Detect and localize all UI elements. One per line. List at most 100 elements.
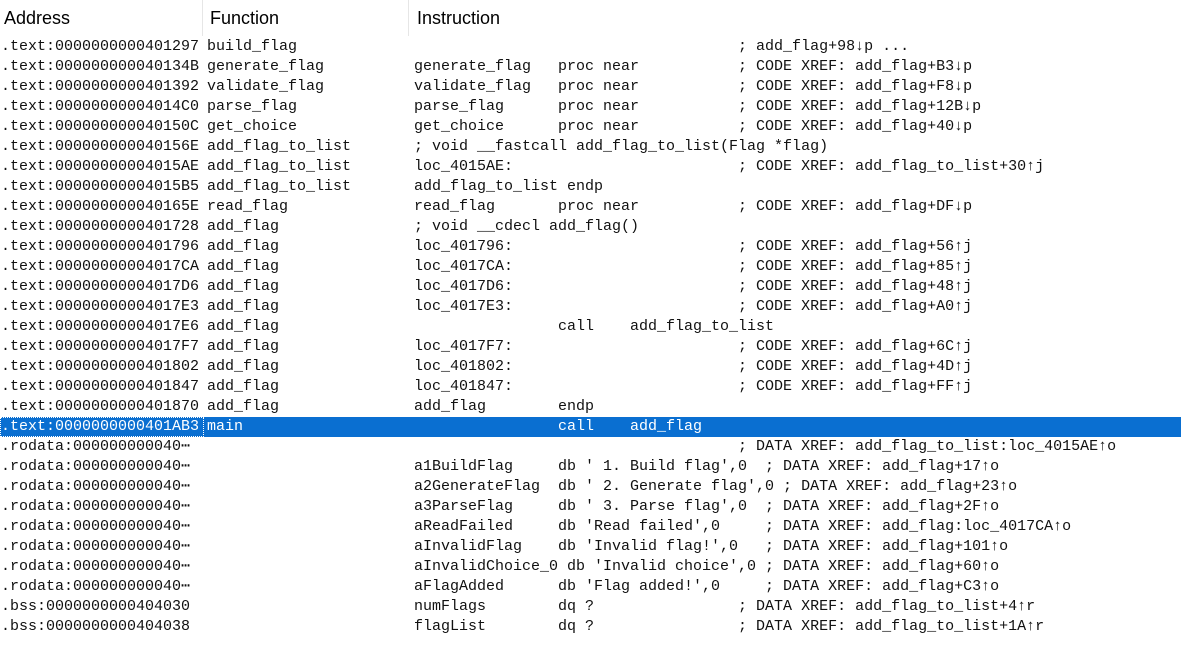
table-header: Address Function Instruction — [0, 0, 1181, 36]
address-cell: .rodata:000000000040⋯ — [1, 578, 191, 595]
function-cell: add_flag — [207, 238, 280, 255]
function-cell: generate_flag — [207, 58, 325, 75]
address-cell: .text:0000000000401847 — [1, 378, 200, 395]
table-row[interactable]: .rodata:000000000040⋯ aInvalidChoice_0 db… — [0, 557, 1181, 577]
address-cell: .text:0000000000401AB3 — [0, 417, 204, 437]
address-cell: .text:000000000040150C — [1, 118, 200, 135]
function-cell: add_flag_to_list — [207, 178, 352, 195]
address-cell: .bss:0000000000404030 — [1, 598, 191, 615]
function-cell — [207, 577, 407, 597]
instruction-cell: read_flag proc near ; CODE XREF: add_fla… — [414, 198, 973, 215]
address-cell: .text:00000000004017CA — [1, 258, 200, 275]
instruction-cell: numFlags dq ? ; DATA XREF: add_flag_to_l… — [414, 598, 1036, 615]
function-cell: get_choice — [207, 118, 298, 135]
function-cell: add_flag — [207, 218, 280, 235]
function-cell: add_flag — [207, 318, 280, 335]
address-cell: .text:0000000000401297 — [1, 38, 200, 55]
table-row[interactable]: .bss:0000000000404030 numFlags dq ? ; DAT… — [0, 597, 1181, 617]
instruction-cell: loc_4015AE: ; CODE XREF: add_flag_to_lis… — [414, 158, 1045, 175]
table-row[interactable]: .rodata:000000000040⋯ a2GenerateFlag db '… — [0, 477, 1181, 497]
address-cell: .text:00000000004015B5 — [1, 178, 200, 195]
instruction-cell: ; void __cdecl add_flag() — [414, 218, 640, 235]
instruction-cell: aFlagAdded db 'Flag added!',0 ; DATA XRE… — [414, 578, 1000, 595]
address-cell: .text:0000000000401392 — [1, 78, 200, 95]
address-cell: .rodata:000000000040⋯ — [1, 498, 191, 515]
function-cell — [207, 557, 407, 577]
instruction-cell: validate_flag proc near ; CODE XREF: add… — [414, 78, 973, 95]
table-row[interactable]: .text:000000000040156E add_flag_to_list ; … — [0, 137, 1181, 157]
address-cell: .text:00000000004017F7 — [1, 338, 200, 355]
address-cell: .rodata:000000000040⋯ — [1, 558, 191, 575]
address-cell: .rodata:000000000040⋯ — [1, 478, 191, 495]
function-cell: add_flag_to_list — [207, 158, 352, 175]
table-row[interactable]: .rodata:000000000040⋯ ; DATA XREF: add_f… — [0, 437, 1181, 457]
column-header-instruction[interactable]: Instruction — [417, 8, 501, 28]
table-row[interactable]: .text:00000000004017F7 add_flag loc_4017F7… — [0, 337, 1181, 357]
instruction-cell: add_flag endp — [414, 398, 595, 415]
function-cell: add_flag — [207, 258, 280, 275]
function-cell — [207, 617, 407, 637]
function-cell: build_flag — [207, 38, 298, 55]
address-cell: .text:000000000040165E — [1, 198, 200, 215]
function-cell: add_flag — [207, 398, 280, 415]
address-cell: .rodata:000000000040⋯ — [1, 458, 191, 475]
instruction-cell: aReadFailed db 'Read failed',0 ; DATA XR… — [414, 518, 1072, 535]
address-cell: .text:000000000040156E — [1, 138, 200, 155]
instruction-cell: ; void __fastcall add_flag_to_list(Flag … — [414, 138, 829, 155]
address-cell: .text:0000000000401728 — [1, 218, 200, 235]
column-header-function[interactable]: Function — [206, 0, 409, 36]
address-cell: .bss:0000000000404038 — [1, 618, 191, 635]
function-cell — [207, 597, 407, 617]
instruction-cell: a3ParseFlag db ' 3. Parse flag',0 ; DATA… — [414, 498, 1000, 515]
function-cell — [207, 497, 407, 517]
instruction-cell: loc_4017F7: ; CODE XREF: add_flag+6C↑j — [414, 338, 973, 355]
table-row[interactable]: .rodata:000000000040⋯ aFlagAdded db 'Flag… — [0, 577, 1181, 597]
address-cell: .text:0000000000401802 — [1, 358, 200, 375]
table-row[interactable]: .bss:0000000000404038 flagList dq ? ; DAT… — [0, 617, 1181, 637]
table-row[interactable]: .rodata:000000000040⋯aReadFailed db 'Rea… — [0, 517, 1181, 537]
instruction-cell: a2GenerateFlag db ' 2. Generate flag',0 … — [414, 478, 1018, 495]
instruction-cell: loc_401847: ; CODE XREF: add_flag+FF↑j — [414, 378, 973, 395]
instruction-cell: loc_4017E3: ; CODE XREF: add_flag+A0↑j — [414, 298, 973, 315]
table-row[interactable]: .text:0000000000401870 add_flag add_flag e… — [0, 397, 1181, 417]
table-row[interactable]: .rodata:000000000040⋯a1BuildFlag db ' 1.… — [0, 457, 1181, 477]
address-cell: .text:00000000004017D6 — [1, 278, 200, 295]
table-row[interactable]: .rodata:000000000040⋯ a3ParseFlag db ' 3.… — [0, 497, 1181, 517]
function-cell: add_flag — [207, 338, 280, 355]
table-row[interactable]: .rodata:000000000040⋯aInvalidFlag db 'In… — [0, 537, 1181, 557]
table-row[interactable]: .text:0000000000401728 add_flag ; void __c… — [0, 217, 1181, 237]
instruction-cell: loc_401796: ; CODE XREF: add_flag+56↑j — [414, 238, 973, 255]
function-cell — [207, 517, 407, 537]
instruction-cell: ; DATA XREF: add_flag_to_list:loc_4015AE… — [414, 438, 1117, 455]
function-cell: add_flag_to_list — [207, 138, 352, 155]
address-cell: .text:0000000000401870 — [1, 398, 200, 415]
function-cell: add_flag — [207, 378, 280, 395]
address-cell: .rodata:000000000040⋯ — [1, 438, 191, 455]
table-row[interactable]: .text:0000000000401847 add_flag loc_401847… — [0, 377, 1181, 397]
instruction-cell: aInvalidChoice_0 db 'Invalid choice',0 ;… — [414, 558, 1000, 575]
instruction-cell: loc_4017D6: ; CODE XREF: add_flag+48↑j — [414, 278, 973, 295]
address-cell: .rodata:000000000040⋯ — [1, 538, 191, 555]
column-header-address[interactable]: Address — [0, 0, 203, 36]
address-cell: .text:00000000004017E6 — [1, 318, 200, 335]
function-cell — [207, 457, 407, 477]
function-cell — [207, 437, 407, 457]
function-cell: add_flag — [207, 298, 280, 315]
instruction-cell: flagList dq ? ; DATA XREF: add_flag_to_l… — [414, 618, 1045, 635]
